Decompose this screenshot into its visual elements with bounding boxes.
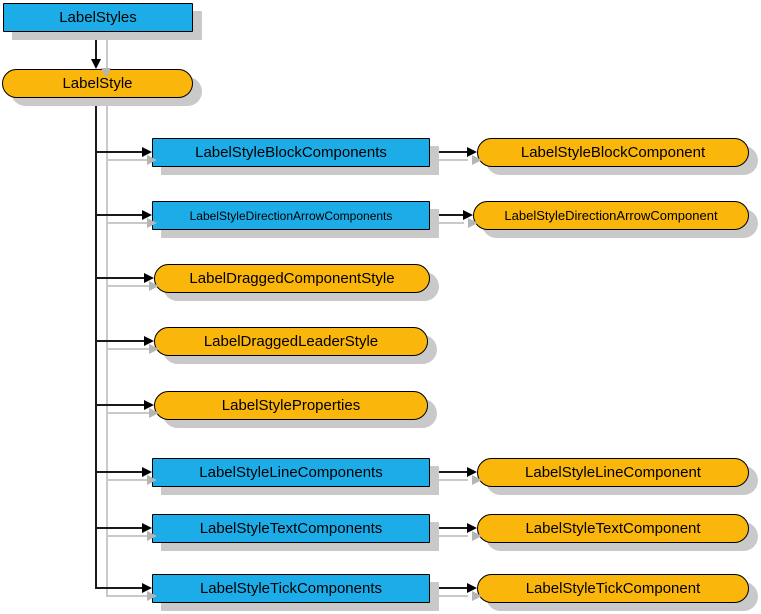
node-label-style-direction-arrow-component[interactable]: LabelStyleDirectionArrowComponent bbox=[473, 201, 749, 230]
down-arrowhead-icon bbox=[91, 59, 101, 69]
right-arrowhead-shadow-icon bbox=[468, 218, 478, 228]
branch-line bbox=[95, 340, 144, 342]
right-arrowhead-icon bbox=[467, 583, 477, 593]
right-arrowhead-shadow-icon bbox=[472, 531, 482, 541]
branch-line bbox=[95, 471, 142, 473]
node-label-style-tick-components[interactable]: LabelStyleTickComponents bbox=[152, 574, 430, 603]
right-arrowhead-icon bbox=[142, 583, 152, 593]
right-arrowhead-shadow-icon bbox=[147, 218, 157, 228]
branch-shadow-line bbox=[106, 479, 147, 481]
node-label-style-line-component[interactable]: LabelStyleLineComponent bbox=[477, 458, 749, 487]
trunk-shadow-line bbox=[106, 40, 108, 597]
root-child-connector bbox=[95, 32, 97, 60]
node-label-style-tick-component[interactable]: LabelStyleTickComponent bbox=[477, 574, 749, 603]
branch-shadow-line bbox=[106, 222, 147, 224]
node-label-style-direction-arrow-components[interactable]: LabelStyleDirectionArrowComponents bbox=[152, 201, 430, 230]
branch-line bbox=[95, 587, 142, 589]
right-arrowhead-icon bbox=[144, 336, 154, 346]
node-label-style-text-component[interactable]: LabelStyleTextComponent bbox=[477, 514, 749, 543]
node-label-styles[interactable]: LabelStyles bbox=[3, 3, 193, 32]
right-arrowhead-icon bbox=[144, 273, 154, 283]
trunk-line bbox=[95, 98, 97, 589]
right-arrowhead-shadow-icon bbox=[147, 591, 157, 601]
connector-line bbox=[430, 471, 467, 473]
connector-line bbox=[430, 214, 463, 216]
branch-shadow-line bbox=[106, 285, 149, 287]
right-arrowhead-icon bbox=[142, 467, 152, 477]
connector-shadow-line bbox=[438, 479, 468, 481]
branch-line bbox=[95, 404, 144, 406]
right-arrowhead-shadow-icon bbox=[472, 475, 482, 485]
connector-shadow-line bbox=[438, 222, 464, 224]
right-arrowhead-shadow-icon bbox=[147, 531, 157, 541]
node-label-dragged-leader-style[interactable]: LabelDraggedLeaderStyle bbox=[154, 327, 428, 356]
branch-shadow-line bbox=[106, 535, 147, 537]
right-arrowhead-shadow-icon bbox=[149, 344, 159, 354]
right-arrowhead-icon bbox=[144, 400, 154, 410]
connector-shadow-line bbox=[438, 595, 468, 597]
right-arrowhead-icon bbox=[142, 210, 152, 220]
right-arrowhead-icon bbox=[467, 467, 477, 477]
node-label-style-line-components[interactable]: LabelStyleLineComponents bbox=[152, 458, 430, 487]
node-label-style[interactable]: LabelStyle bbox=[2, 69, 193, 98]
branch-shadow-line bbox=[106, 412, 149, 414]
node-label-style-properties[interactable]: LabelStyleProperties bbox=[154, 391, 428, 420]
branch-shadow-line bbox=[106, 595, 147, 597]
connector-shadow-line bbox=[438, 159, 468, 161]
right-arrowhead-shadow-icon bbox=[472, 155, 482, 165]
right-arrowhead-icon bbox=[142, 523, 152, 533]
right-arrowhead-shadow-icon bbox=[149, 408, 159, 418]
branch-line bbox=[95, 214, 142, 216]
right-arrowhead-icon bbox=[467, 523, 477, 533]
right-arrowhead-icon bbox=[467, 147, 477, 157]
right-arrowhead-shadow-icon bbox=[147, 155, 157, 165]
node-label-style-text-components[interactable]: LabelStyleTextComponents bbox=[152, 514, 430, 543]
right-arrowhead-shadow-icon bbox=[149, 281, 159, 291]
right-arrowhead-shadow-icon bbox=[147, 475, 157, 485]
right-arrowhead-icon bbox=[463, 210, 473, 220]
right-arrowhead-shadow-icon bbox=[472, 591, 482, 601]
connector-line bbox=[430, 587, 467, 589]
branch-shadow-line bbox=[106, 159, 147, 161]
connector-line bbox=[430, 151, 467, 153]
right-arrowhead-icon bbox=[142, 147, 152, 157]
down-arrowhead-shadow-icon bbox=[101, 68, 111, 78]
branch-line bbox=[95, 527, 142, 529]
connector-shadow-line bbox=[438, 535, 468, 537]
node-label-style-block-component[interactable]: LabelStyleBlockComponent bbox=[477, 138, 749, 167]
node-label-style-block-components[interactable]: LabelStyleBlockComponents bbox=[152, 138, 430, 167]
node-label-dragged-component-style[interactable]: LabelDraggedComponentStyle bbox=[154, 264, 430, 293]
branch-line bbox=[95, 277, 144, 279]
branch-shadow-line bbox=[106, 348, 149, 350]
connector-line bbox=[430, 527, 467, 529]
branch-line bbox=[95, 151, 142, 153]
